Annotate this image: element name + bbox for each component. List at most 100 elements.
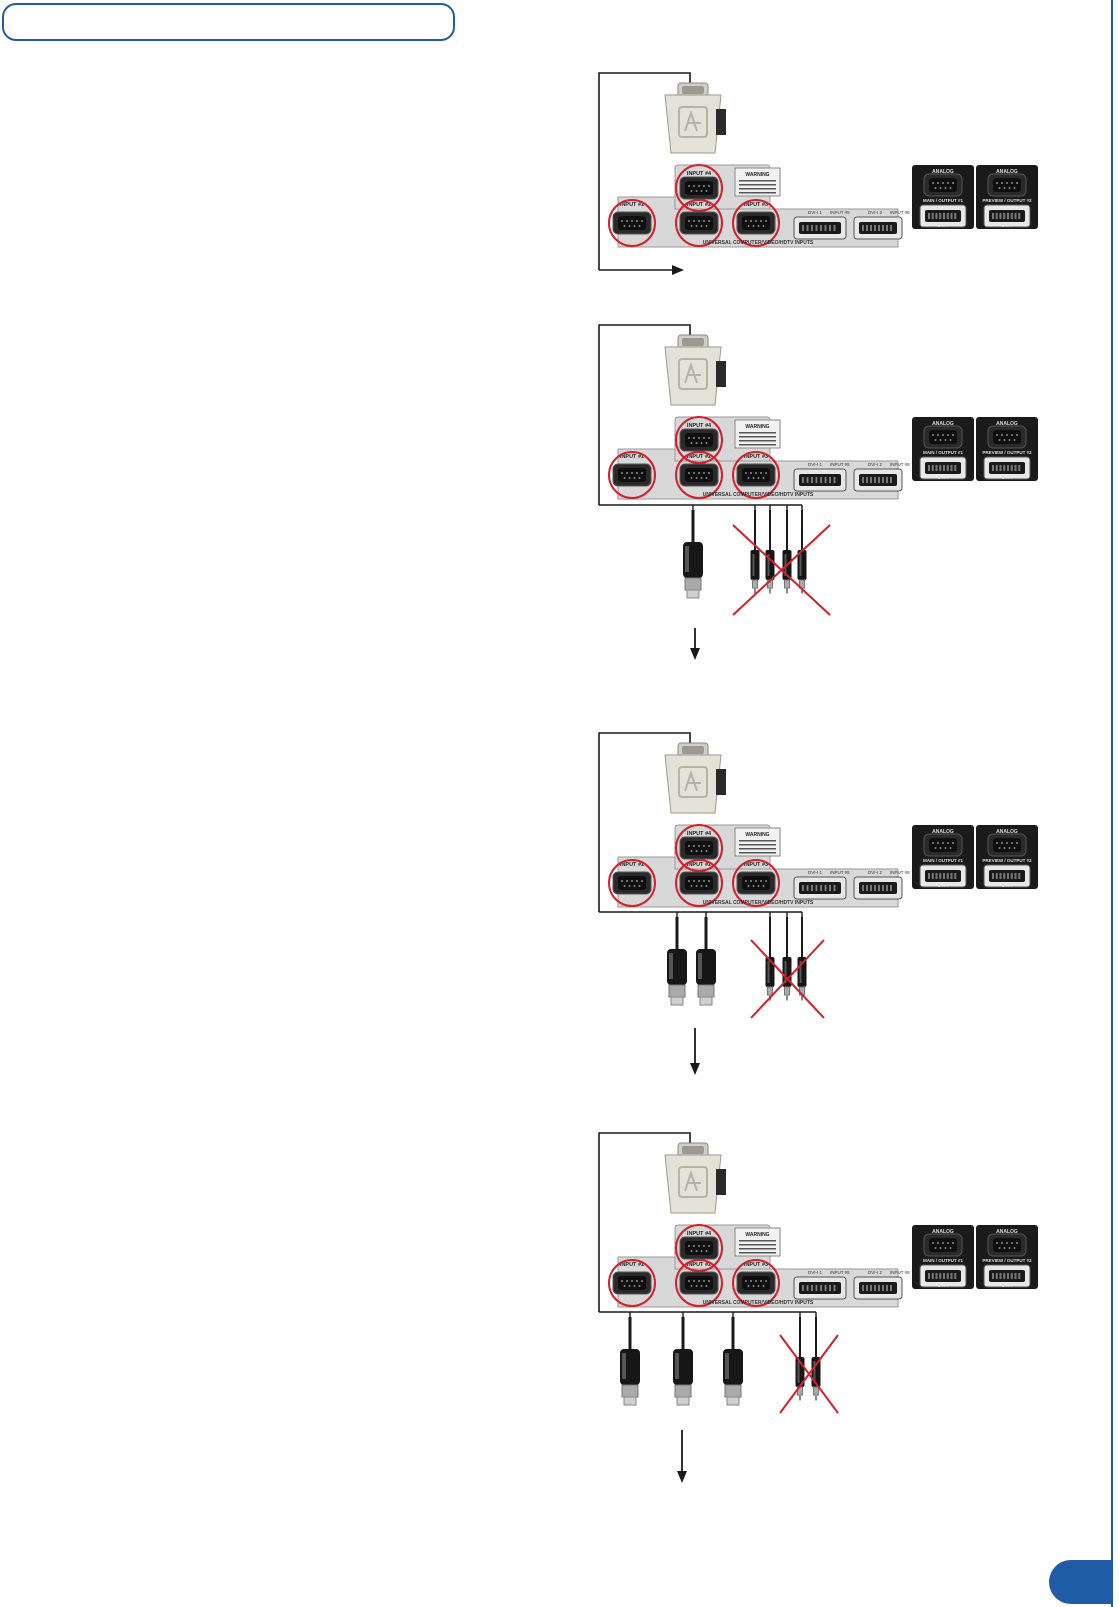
dvi-input-port-pins [890, 477, 892, 483]
output-dvi-label: DVI-I [938, 475, 948, 480]
dvi-input-port-pins [806, 477, 809, 483]
adapter-vga-plug-face [682, 746, 704, 754]
output-dvi-port-pins [1003, 873, 1006, 879]
bnc-connector-unused-metal [784, 579, 790, 589]
vga-port-pin [752, 885, 755, 887]
vga-port-socket [685, 433, 713, 447]
vga-port-pin [760, 880, 762, 882]
vga-port-pin [628, 225, 631, 227]
dvi-input-port-pins [878, 1285, 880, 1291]
highlight-circle [732, 859, 780, 907]
bnc-connector-unused-cable [801, 510, 803, 550]
vga-port-socket [685, 1241, 713, 1255]
highlight-circle [732, 199, 780, 247]
vga-port-pin [688, 1245, 690, 1247]
dvi-input-port-pins [802, 225, 804, 231]
vga-port-pin [690, 1285, 693, 1287]
output-dvi-port-pins [995, 465, 998, 471]
output-dvi-port-pins [928, 465, 930, 471]
adapter-side-screw [716, 1169, 726, 1195]
dvi-input-port-pins [811, 885, 813, 891]
bnc-connector-unused-metal [767, 986, 773, 996]
output-vga-port-socket [929, 1238, 957, 1252]
vga-port-socket [685, 876, 713, 890]
output-vga-port-pin [952, 1242, 954, 1244]
bnc-connector-boot-shine [669, 953, 673, 979]
vga-port-pin [750, 880, 752, 882]
dvi-label: DVI-I 2 [868, 1270, 883, 1275]
output-dvi-port-pins [1007, 465, 1009, 471]
bnc-connector-unused-boot-shine [752, 554, 755, 576]
output-dvi-label: DVI-I [1002, 223, 1012, 228]
warning-text-line [739, 436, 776, 438]
vga-port-pin [636, 220, 638, 222]
dvi-input-port-pins [820, 477, 822, 483]
output-dvi-port-pins [954, 213, 957, 219]
output-dvi-port-pins [928, 213, 930, 219]
output-vga-port-pin [934, 187, 937, 189]
dvi-label: DVI-I 1 [808, 210, 823, 215]
output-dvi-port-pins [1010, 213, 1013, 219]
vga-port-pin [755, 880, 757, 882]
input-label: INPUT #1 [620, 454, 644, 460]
output-dvi-port-pins [931, 1273, 934, 1279]
output-vga-port-pin [949, 847, 952, 849]
output-dvi-port-pins [1014, 465, 1017, 471]
output-vga-port-pin [1008, 439, 1011, 441]
adapter-logo-frame [678, 1166, 708, 1198]
output-vga-port-pin [996, 434, 998, 436]
dvi-label: DVI-I 1 [808, 870, 823, 875]
warning-text-line [739, 188, 776, 190]
bnc-connector-unused-tip [786, 994, 788, 1001]
vga-port-pin [703, 1280, 705, 1282]
vga-port-pin [641, 220, 643, 222]
output-dvi-port-pins [1018, 465, 1021, 471]
page-number-badge [1049, 1560, 1113, 1604]
dvi-input-port-pins [811, 225, 813, 231]
output-dvi-port-pins [950, 1273, 953, 1279]
adapter-logo-frame [678, 766, 708, 798]
output-label: PREVIEW / OUTPUT #2 [982, 198, 1032, 203]
warning-text-line [739, 1252, 776, 1254]
bnc-connector-cable [731, 1317, 735, 1349]
vga-port-pin [762, 885, 765, 887]
output-vga-port-pin [947, 182, 949, 184]
vga-port-pin [631, 472, 633, 474]
output-vga-port-pin [947, 842, 949, 844]
dvi-input-port-pins [870, 225, 872, 231]
vga-port-pin [626, 472, 628, 474]
output-dvi-port-pins [1003, 213, 1006, 219]
input-label: INPUT #4 [687, 831, 712, 837]
output-dvi-port-pins [939, 465, 942, 471]
output-vga-port-pin [1001, 182, 1003, 184]
output-vga-port-pin [944, 1247, 947, 1249]
warning-text-line [739, 1248, 776, 1250]
vga-port-pin [752, 225, 755, 227]
output-vga-port-pin [1016, 434, 1018, 436]
vga-port-pin [688, 880, 690, 882]
bnc-connector-unused-boot-shine [797, 1361, 800, 1383]
output-vga-port-pin [932, 842, 934, 844]
output-vga-port-pin [939, 439, 942, 441]
output-analog-label: ANALOG [932, 169, 954, 175]
inputs-section-label: UNIVERSAL COMPUTER/VIDEO/HDTV INPUTS [703, 1300, 814, 1306]
output-vga-port-pin [934, 1247, 937, 1249]
dvi-input-port-pins [824, 1285, 827, 1291]
bnc-connector-boot-shine [725, 1353, 729, 1379]
vga-port-pin [700, 1250, 703, 1252]
bnc-connector-unused-cable [754, 510, 756, 550]
output-label: MAIN / OUTPUT #1 [923, 450, 964, 455]
dvi-label: INPUT #5 [830, 462, 850, 467]
output-vga-port-pin [937, 434, 939, 436]
bnc-connector-boot-shine [698, 953, 702, 979]
bnc-connector-unused-cable [769, 510, 771, 550]
dvi-input-port-pins [833, 1285, 836, 1291]
output-dvi-port-pins [950, 465, 953, 471]
vga-port-pin [708, 220, 710, 222]
bnc-connector-unused-boot-shine [784, 961, 787, 983]
vga-port-pin [623, 885, 626, 887]
vga-port-pin [688, 1280, 690, 1282]
highlight-circle [675, 1259, 723, 1307]
warning-box [734, 419, 781, 449]
